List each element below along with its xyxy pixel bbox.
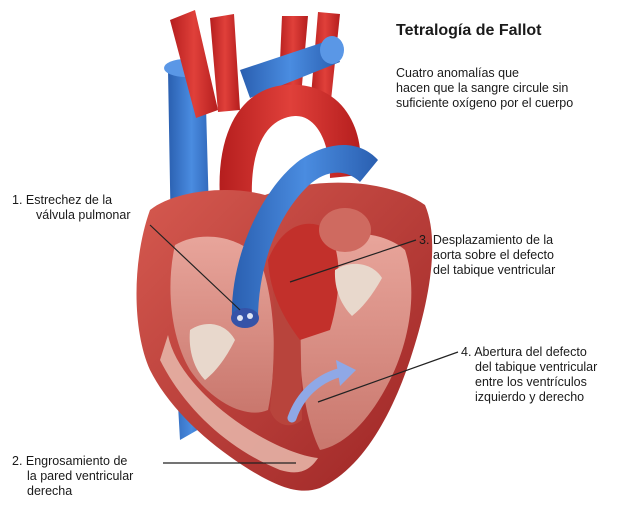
subtitle-line: hacen que la sangre circule sin	[396, 81, 626, 96]
label-ventricular-thickening: 2. Engrosamiento de la pared ventricular…	[12, 454, 133, 499]
label-line: válvula pulmonar	[12, 208, 131, 223]
label-pulmonary-stenosis: 1. Estrechez de la válvula pulmonar	[12, 193, 131, 223]
label-aortic-displacement: 3. Desplazamiento de la aorta sobre el d…	[419, 233, 555, 278]
subtitle-line: Cuatro anomalías que	[396, 66, 626, 81]
label-septal-defect: 4. Abertura del defecto del tabique vent…	[461, 345, 597, 405]
label-line: del tabique ventricular	[461, 360, 597, 375]
label-line: 4. Abertura del defecto	[461, 345, 597, 360]
label-line: derecha	[12, 484, 133, 499]
pulmonary-vein-opening	[320, 36, 344, 64]
diagram-subtitle: Cuatro anomalías que hacen que la sangre…	[396, 66, 626, 111]
subtitle-line: suficiente oxígeno por el cuerpo	[396, 96, 626, 111]
pulmonary-valve	[231, 308, 259, 328]
diagram-title: Tetralogía de Fallot	[396, 22, 542, 40]
left-atrium-bulge	[319, 208, 371, 252]
label-line: 3. Desplazamiento de la	[419, 233, 555, 248]
label-line: la pared ventricular	[12, 469, 133, 484]
label-line: 1. Estrechez de la	[12, 193, 131, 208]
label-line: del tabique ventricular	[419, 263, 555, 278]
label-line: entre los ventrículos	[461, 375, 597, 390]
label-line: 2. Engrosamiento de	[12, 454, 133, 469]
label-line: aorta sobre el defecto	[419, 248, 555, 263]
label-line: izquierdo y derecho	[461, 390, 597, 405]
